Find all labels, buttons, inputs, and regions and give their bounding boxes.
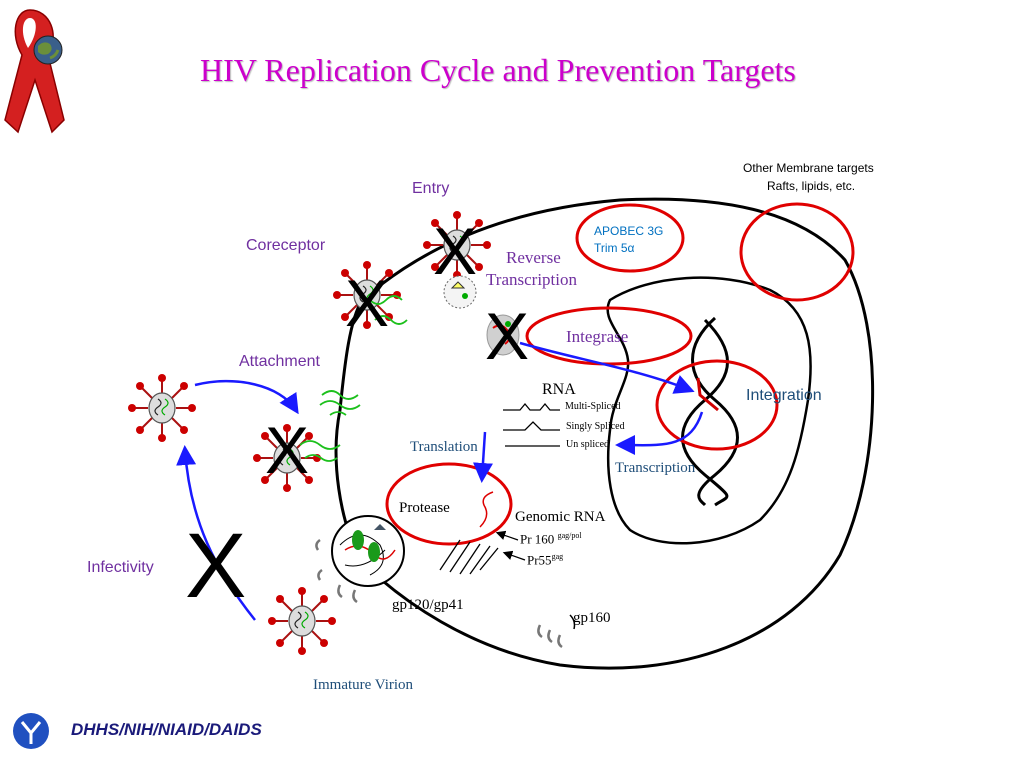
other-targets-label-line1: Other Membrane targets xyxy=(743,161,874,175)
immature-virion-icon xyxy=(267,586,337,656)
pr160-pointer xyxy=(495,530,519,541)
globe-icon xyxy=(33,35,63,65)
integration-arrow xyxy=(519,341,695,394)
target-circle-apobec xyxy=(575,203,685,273)
gp160-label: gp160 xyxy=(573,610,611,626)
multi-spliced-label: Multi-Spliced xyxy=(565,401,621,412)
infectivity-arrow xyxy=(176,445,256,621)
attachment-block-mark: X xyxy=(265,413,310,487)
rna-label: RNA xyxy=(542,381,576,398)
immature-virion-label: Immature Virion xyxy=(313,677,414,693)
polyprotein-hatch xyxy=(439,539,499,575)
attachment-arrow xyxy=(194,379,299,415)
other-targets-label-line2: Rafts, lipids, etc. xyxy=(767,179,856,193)
cell-membrane xyxy=(334,197,875,670)
reverse-transcription-block-mark: X xyxy=(485,299,530,373)
entering-capsid-icon xyxy=(443,275,477,309)
gp160-spikes xyxy=(537,614,576,649)
pr55-pointer xyxy=(502,550,526,561)
page-title: HIV Replication Cycle and Prevention Tar… xyxy=(200,52,796,88)
footer-org-label: DHHS/NIH/NIAID/DAIDS xyxy=(71,720,262,739)
host-dna-helix xyxy=(681,316,739,507)
infectivity-block-mark: X xyxy=(185,515,247,617)
genomic-rna-label: Genomic RNA xyxy=(515,509,606,525)
entry-label: Entry xyxy=(412,180,450,197)
reverse-transcription-label-line1: Reverse xyxy=(506,248,561,267)
target-circle-integration xyxy=(655,359,779,451)
entry-block-mark: X xyxy=(433,214,478,288)
attachment-label: Attachment xyxy=(239,353,320,370)
coreceptor-block-mark: X xyxy=(345,266,390,340)
transcription-label: Transcription xyxy=(615,460,696,476)
protease-label: Protease xyxy=(399,500,450,516)
translation-label: Translation xyxy=(410,439,478,455)
target-circle-membrane xyxy=(739,202,855,302)
integrated-provirus xyxy=(696,377,719,412)
nucleus-membrane xyxy=(606,276,812,545)
gp120-gp41-spikes xyxy=(315,538,358,604)
pr160-label: Pr 160 gag/pol xyxy=(520,531,582,547)
un-spliced-label: Un spliced xyxy=(566,439,610,450)
infectivity-label: Infectivity xyxy=(87,559,154,576)
coreceptor-label: Coreceptor xyxy=(246,237,326,254)
cd4-receptor-icon xyxy=(299,295,408,462)
transcription-arrow xyxy=(615,411,704,456)
gp120-gp41-label: gp120/gp41 xyxy=(392,597,464,613)
niaid-logo-icon xyxy=(13,713,49,749)
apobec-label: APOBEC 3G xyxy=(594,224,664,238)
singly-spliced-label: Singly Spliced xyxy=(566,421,625,432)
pr55-label: Pr55gag xyxy=(527,552,564,568)
free-virion-icon xyxy=(127,373,197,443)
red-ribbon-icon xyxy=(4,9,65,134)
genomic-rna-strand xyxy=(479,491,494,528)
budding-virion-icon xyxy=(331,515,405,587)
target-circle-integrase xyxy=(525,306,693,366)
target-circle-protease xyxy=(385,462,513,546)
integrase-label: Integrase xyxy=(566,327,629,346)
trim-label: Trim 5α xyxy=(594,241,635,255)
translation-arrow xyxy=(472,431,493,483)
reverse-transcription-capsid-icon xyxy=(486,314,520,356)
rna-species-icon xyxy=(503,402,560,447)
reverse-transcription-label-line2: Transcription xyxy=(486,270,577,289)
integration-label: Integration xyxy=(746,387,822,404)
